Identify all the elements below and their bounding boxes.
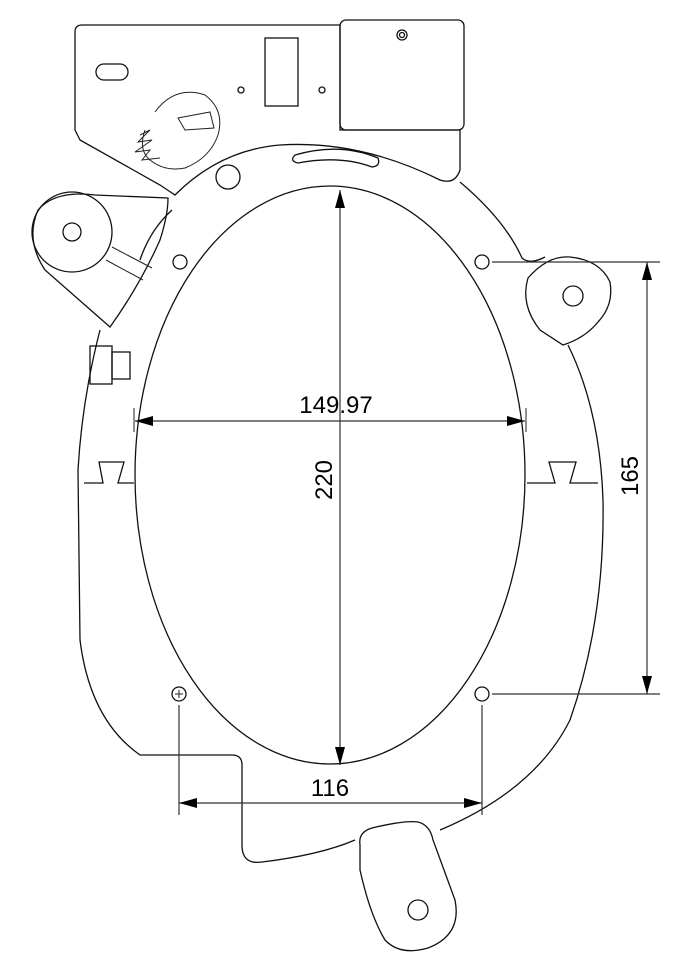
bottom-mounting-tab xyxy=(359,820,457,952)
dimension-height: 220 xyxy=(311,190,345,765)
left-connector xyxy=(89,345,131,385)
logo-emblem xyxy=(134,91,221,170)
dimension-label-hole-vertical: 165 xyxy=(617,456,644,496)
screw-hole xyxy=(172,254,188,270)
dimension-label-hole-horizontal: 116 xyxy=(311,775,349,802)
left-mounting-tab xyxy=(31,191,169,328)
dimension-hole-horizontal: 116 xyxy=(178,705,483,815)
dimension-width: 149.97 xyxy=(133,392,527,432)
right-notch xyxy=(527,461,598,484)
oval-opening xyxy=(134,185,526,765)
screw-hole xyxy=(474,686,490,702)
outer-ring xyxy=(77,181,604,864)
dimension-label-height: 220 xyxy=(311,460,338,500)
screw-hole xyxy=(474,254,490,270)
top-mounting-plate xyxy=(74,19,465,196)
right-mounting-tab xyxy=(525,256,612,346)
dimension-label-width: 149.97 xyxy=(299,392,372,419)
screw-hole xyxy=(171,686,187,702)
left-notch xyxy=(84,461,134,484)
dimension-hole-vertical: 165 xyxy=(492,261,660,695)
